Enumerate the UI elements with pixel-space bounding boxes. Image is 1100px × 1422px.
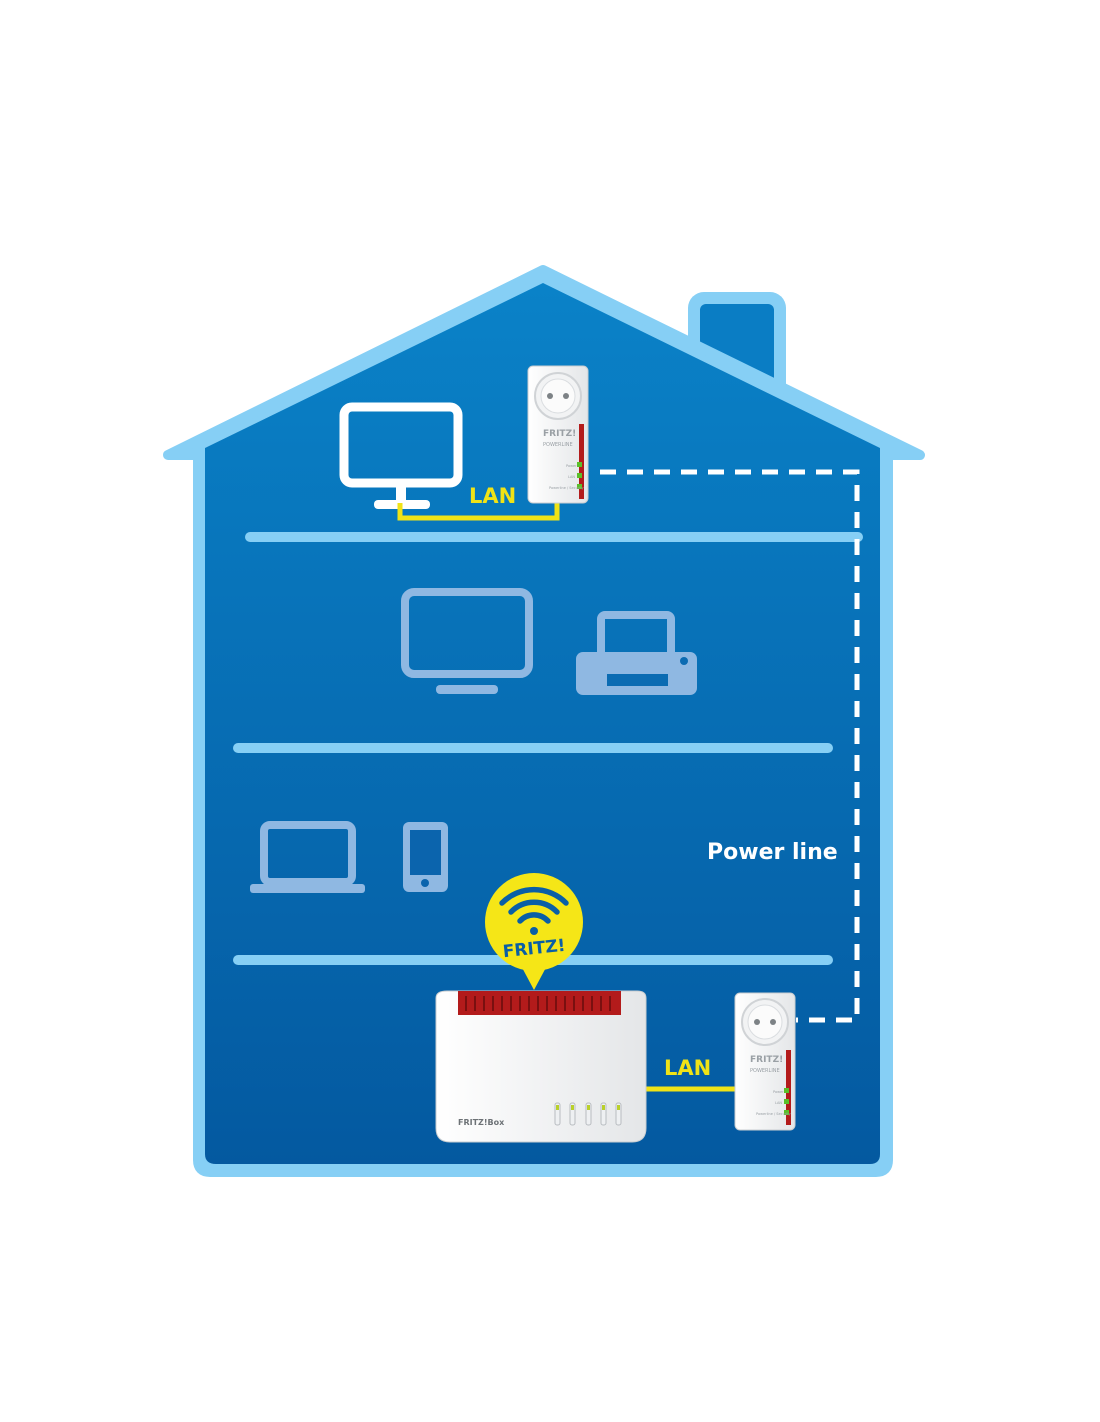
adapter-led-power-top: Power — [566, 464, 577, 468]
powerline-adapter-top: FRITZ! POWERLINE Power LAN Powerline / S… — [527, 365, 589, 504]
power-line-label: Power line — [707, 840, 838, 865]
powerline-adapter-bottom: FRITZ! POWERLINE Power LAN Powerline / S… — [734, 992, 796, 1131]
lan-label-bottom: LAN — [664, 1056, 711, 1080]
tv-icon — [401, 588, 533, 694]
adapter-led-lan-top: LAN — [568, 475, 575, 479]
house — [163, 265, 925, 1177]
adapter-brand-bottom: FRITZ! — [750, 1055, 783, 1065]
adapter-product-top: POWERLINE — [543, 442, 573, 448]
fritzbox-router: FRITZ!Box — [435, 990, 647, 1143]
adapter-led-security-bottom: Powerline / Security — [756, 1112, 791, 1116]
lan-label-top: LAN — [469, 484, 516, 508]
printer-icon — [576, 611, 697, 695]
adapter-product-bottom: POWERLINE — [750, 1068, 780, 1074]
router-brand-label: FRITZ!Box — [458, 1118, 505, 1127]
laptop-icon — [250, 821, 365, 893]
smartphone-icon — [403, 822, 448, 892]
adapter-led-security-top: Powerline / Security — [549, 486, 584, 490]
lan-cable-top — [397, 498, 560, 521]
adapter-brand-top: FRITZ! — [543, 429, 576, 439]
wifi-icon — [499, 886, 569, 935]
adapter-led-power-bottom: Power — [773, 1090, 784, 1094]
adapter-led-lan-bottom: LAN — [775, 1101, 782, 1105]
wifi-bubble: FRITZ! — [485, 873, 583, 990]
